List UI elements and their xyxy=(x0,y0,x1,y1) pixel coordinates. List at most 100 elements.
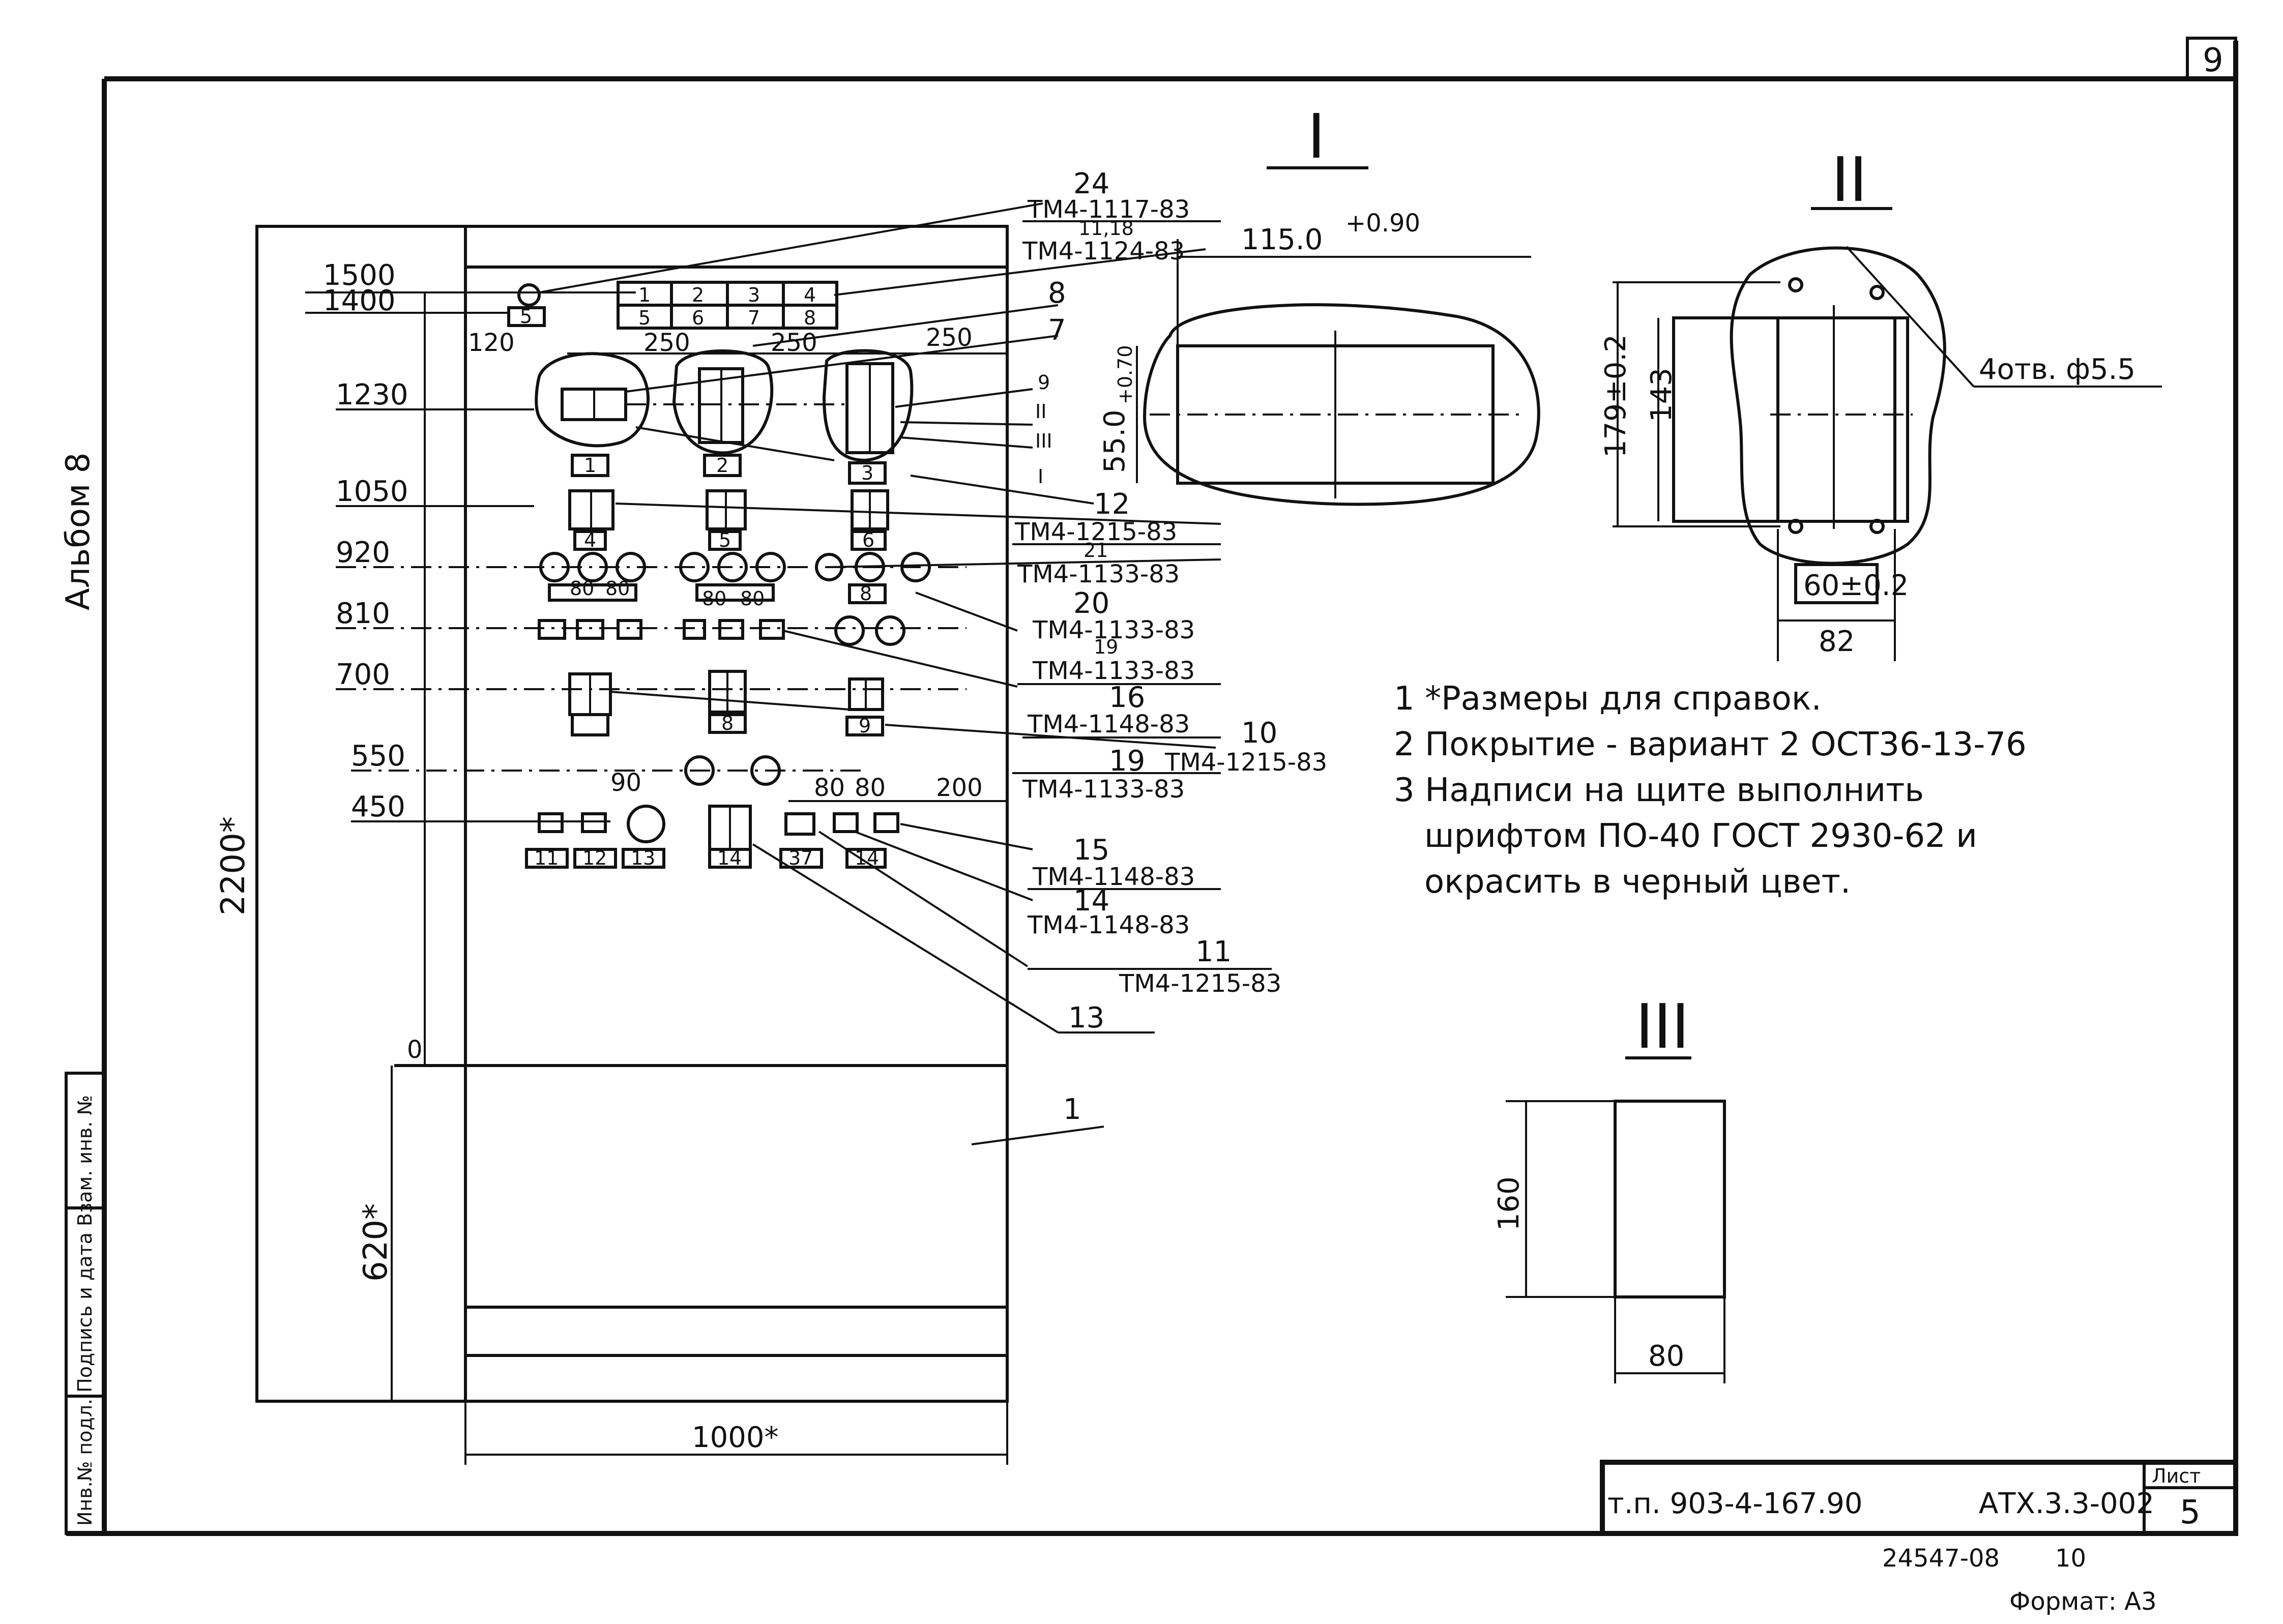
view-II-holes: 4отв. ф5.5 xyxy=(1979,353,2135,386)
offset-120: 120 xyxy=(468,329,515,357)
spacing-80-f: 80 xyxy=(855,774,886,802)
callout-7: 7 xyxy=(1048,314,1066,347)
level-1050: 1050 xyxy=(336,475,408,508)
level-labels: 1500 1400 1230 1050 920 810 700 550 450 … xyxy=(323,259,515,1064)
callout-24-code: ТМ4-1117-83 xyxy=(1027,195,1190,224)
album-label: Альбом 8 xyxy=(60,453,97,610)
title-project: т.п. 903-4-167.90 xyxy=(1607,1487,1863,1520)
callout-14: 14 xyxy=(1073,884,1109,918)
sheet-number-top: 9 xyxy=(2203,42,2223,79)
tag-13: 13 xyxy=(631,847,655,869)
note-3: 3 Надписи на щите выполнить xyxy=(1394,772,1924,809)
callout-11-18-code: ТМ4-1124-83 xyxy=(1022,237,1185,265)
callout-12: 12 xyxy=(1094,488,1130,521)
instruments-920: 8 xyxy=(539,552,931,605)
title-block: т.п. 903-4-167.90 АТХ.3.3-002 Лист 5 xyxy=(1600,1460,2238,1536)
callout-9: 9 xyxy=(1038,371,1050,394)
height-2200: 2200* xyxy=(215,816,252,916)
view-III-height: 160 xyxy=(1492,1176,1526,1231)
callout-24: 24 xyxy=(1073,167,1109,200)
callout-11-code: ТМ4-1215-83 xyxy=(1119,969,1281,998)
cell-7: 7 xyxy=(748,307,760,329)
callout-16: 16 xyxy=(1109,681,1145,714)
view-II-inner: 143 xyxy=(1645,368,1678,422)
callout-15-code: ТМ4-1148-83 xyxy=(1032,863,1195,891)
cell-8: 8 xyxy=(804,307,816,329)
height-dimensions: 2200* 620* 1000* xyxy=(215,292,1008,1465)
tag-37: 37 xyxy=(788,847,813,869)
width-1000: 1000* xyxy=(692,1421,779,1454)
cell-2: 2 xyxy=(692,284,704,306)
callout-11-18: 11,18 xyxy=(1078,217,1134,240)
title-sheet-no: 5 xyxy=(2180,1494,2201,1531)
callout-8: 8 xyxy=(1048,277,1066,310)
view-II-bottom-2: 82 xyxy=(1819,625,1855,658)
cell-1: 1 xyxy=(638,284,651,306)
level-1500: 1500 xyxy=(323,259,396,292)
view-II: II 179±0.2 143 4отв. ф5.5 60±0.2 82 xyxy=(1599,145,2162,661)
spacing-80-e: 80 xyxy=(814,774,845,802)
instrument-tags: 1 2 3 xyxy=(571,454,887,485)
callout-16-code: ТМ4-1148-83 xyxy=(1027,710,1190,739)
sheet-format: Формат: А3 xyxy=(2009,1587,2157,1616)
level-550: 550 xyxy=(351,740,405,773)
bottom-codes: 24547-08 10 Формат: А3 xyxy=(1882,1544,2157,1616)
note-3-line3: окрасить в черный цвет. xyxy=(1424,863,1851,901)
tag-14: 14 xyxy=(717,847,742,869)
tag-2: 2 xyxy=(716,454,728,477)
title-sheet-label: Лист xyxy=(2152,1465,2201,1487)
view-III-title: III xyxy=(1635,992,1689,1062)
instruments-1230 xyxy=(535,349,914,462)
note-2: 2 Покрытие - вариант 2 ОСТ36-13-76 xyxy=(1394,726,2027,763)
tag-3: 3 xyxy=(861,462,873,484)
callout-19b-code: ТМ4-1215-83 xyxy=(1164,748,1327,777)
leader-lines xyxy=(539,202,1221,1145)
tag-12: 12 xyxy=(582,847,607,869)
tag-4: 4 xyxy=(584,529,596,551)
tag-5: 5 xyxy=(719,529,731,551)
bottom-code: 24547-08 xyxy=(1882,1544,2000,1573)
level-450: 450 xyxy=(351,790,405,823)
callout-14-code: ТМ4-1148-83 xyxy=(1027,911,1190,939)
callout-20: 20 xyxy=(1073,587,1109,620)
view-II-height: 179±0.2 xyxy=(1599,334,1632,458)
view-I-height: 55.0 xyxy=(1098,409,1131,473)
callout-19: 19 xyxy=(1094,636,1118,658)
instruments-810 xyxy=(538,615,905,646)
callout-20-code: ТМ4-1133-83 xyxy=(1032,616,1195,644)
callouts: 24 ТМ4-1117-83 11,18 ТМ4-1124-83 8 7 9 I… xyxy=(1012,167,1327,1126)
view-I: I 115.0 +0.90 55.0 +0.70 xyxy=(1098,102,1540,506)
tag-9: 9 xyxy=(859,715,871,737)
callout-12-code: ТМ4-1215-83 xyxy=(1014,518,1177,546)
spacing-200: 200 xyxy=(936,774,983,802)
tag-1: 1 xyxy=(584,454,596,477)
instruments-550 xyxy=(684,755,781,786)
height-620: 620* xyxy=(357,1203,395,1282)
level-700: 700 xyxy=(336,658,390,691)
cell-5: 5 xyxy=(638,307,651,329)
instruments-1050: 4 5 6 xyxy=(568,489,889,551)
callout-1133-code: ТМ4-1133-83 xyxy=(1022,775,1185,804)
cell-6: 6 xyxy=(692,307,704,329)
view-II-title: II xyxy=(1831,145,1867,216)
callout-I: I xyxy=(1038,465,1043,488)
callout-10: 10 xyxy=(1241,717,1277,750)
view-I-title: I xyxy=(1307,102,1325,172)
level-920: 920 xyxy=(336,536,390,569)
spacing-250-a: 250 xyxy=(643,329,690,357)
instruments-700: 8 9 xyxy=(568,670,884,737)
callout-13: 13 xyxy=(1068,1001,1104,1035)
tag-8: 8 xyxy=(860,582,872,605)
left-stamp-text: Инв.№ подл. Подпись и дата Взам. инв. № xyxy=(74,1095,96,1526)
spacing-90: 90 xyxy=(610,769,641,797)
cell-3: 3 xyxy=(748,284,760,306)
callout-15: 15 xyxy=(1073,834,1109,867)
title-doc: АТХ.3.3-002 xyxy=(1979,1487,2154,1520)
view-II-bottom-1: 60±0.2 xyxy=(1803,569,1909,602)
view-I-width-tol: +0.90 xyxy=(1345,209,1420,238)
view-III-width: 80 xyxy=(1648,1340,1684,1373)
note-1: 1 *Размеры для справок. xyxy=(1394,680,1822,718)
level-810: 810 xyxy=(336,597,390,630)
cell-label-5: 5 xyxy=(520,305,532,328)
